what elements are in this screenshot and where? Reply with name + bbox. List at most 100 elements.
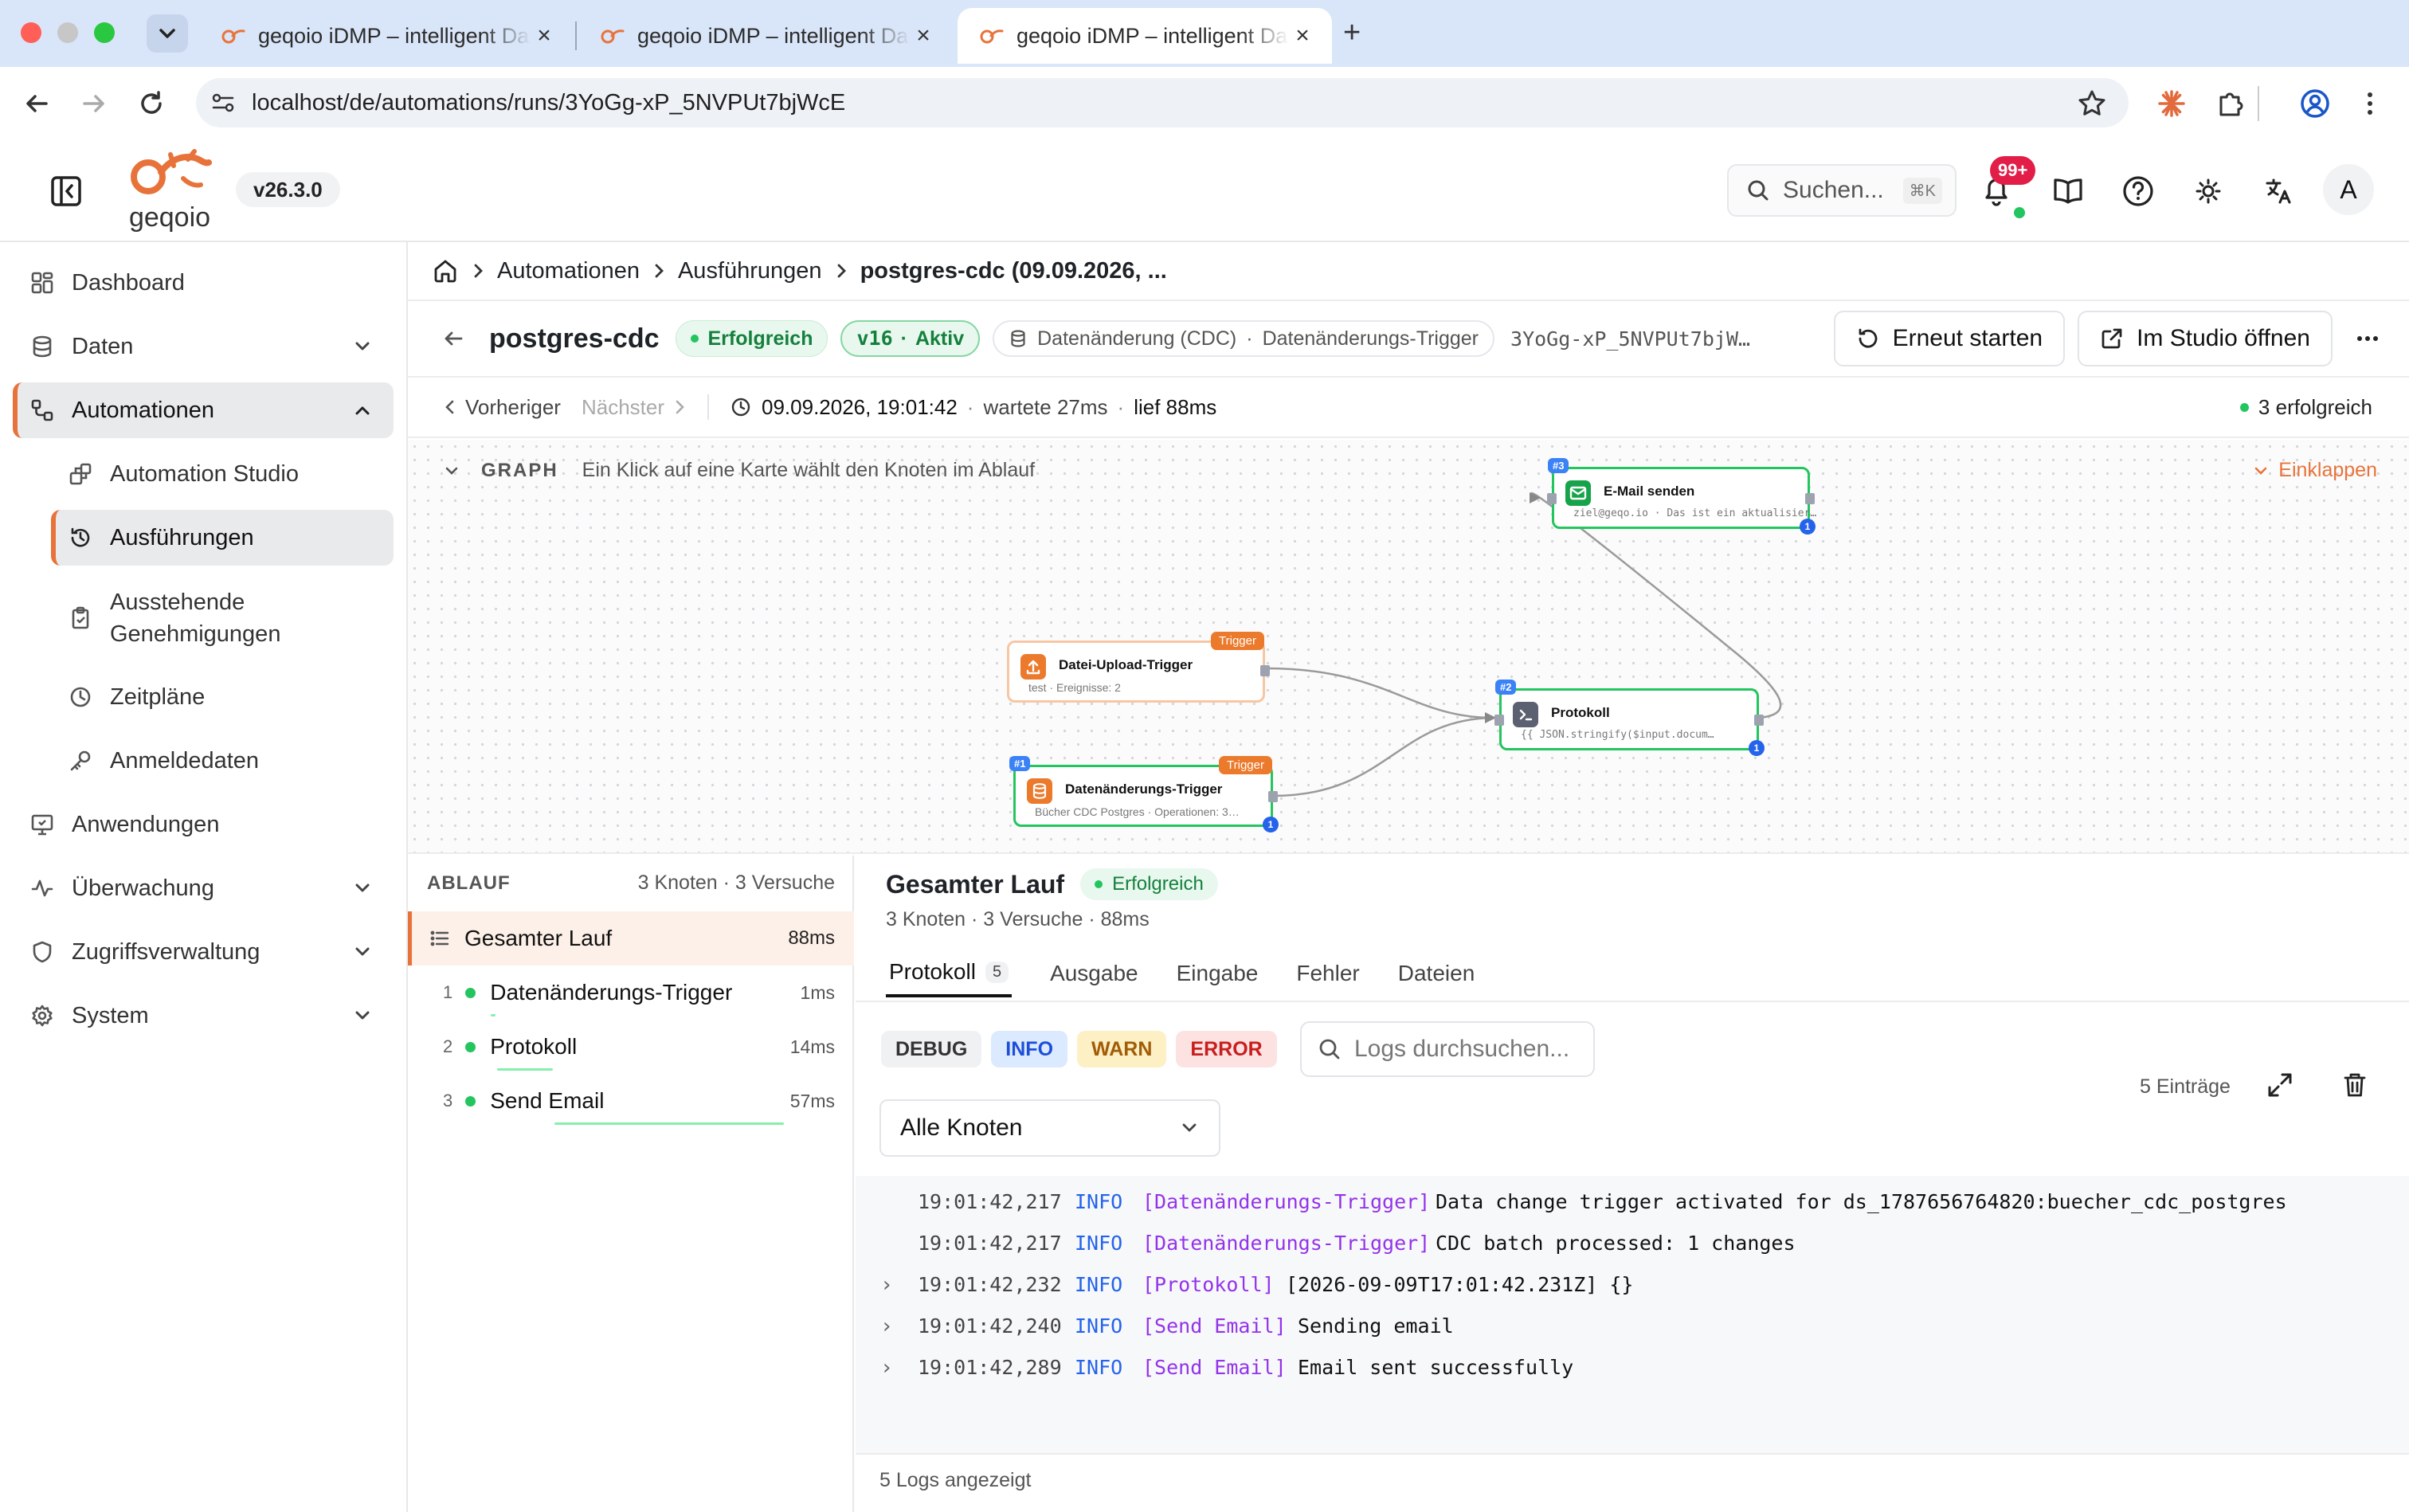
close-tab-icon[interactable]: × bbox=[916, 22, 930, 49]
extensions-puzzle-icon[interactable] bbox=[2215, 88, 2246, 119]
tab-ausgabe[interactable]: Ausgabe bbox=[1050, 961, 1138, 985]
tab-eingabe[interactable]: Eingabe bbox=[1176, 961, 1259, 985]
tab-protokoll[interactable]: Protokoll 5 bbox=[886, 950, 1013, 997]
expand-chevron-icon[interactable]: › bbox=[883, 1356, 891, 1380]
level-filter-error[interactable]: ERROR bbox=[1176, 1031, 1277, 1067]
node-filter-select[interactable]: Alle Knoten bbox=[879, 1099, 1220, 1157]
tab-search-button[interactable] bbox=[147, 14, 188, 53]
browser-menu-icon[interactable] bbox=[2358, 88, 2382, 119]
node-input-port[interactable] bbox=[1494, 715, 1504, 726]
theme-sun-icon[interactable] bbox=[2186, 169, 2231, 213]
docs-book-icon[interactable] bbox=[2046, 169, 2090, 213]
previous-run-button[interactable]: Vorheriger bbox=[443, 395, 561, 420]
graph-node-cdc-trigger[interactable]: #1 Trigger Datenänderungs-Trigger Bücher… bbox=[1009, 756, 1279, 832]
level-filter-info[interactable]: INFO bbox=[991, 1031, 1068, 1067]
tab-fehler[interactable]: Fehler bbox=[1296, 961, 1360, 985]
node-output-port[interactable] bbox=[1268, 791, 1278, 802]
level-filter-warn[interactable]: WARN bbox=[1077, 1031, 1167, 1067]
next-run-button[interactable]: Nächster bbox=[582, 395, 687, 420]
log-line[interactable]: › 19:01:42,232 INFO [Protokoll] [2026-09… bbox=[856, 1273, 2409, 1314]
sidebar-item-zeitplaene[interactable]: Zeitpläne bbox=[51, 669, 394, 725]
claude-extension-icon[interactable] bbox=[2156, 88, 2188, 119]
breadcrumb-ausfuehrungen[interactable]: Ausführungen bbox=[677, 257, 822, 284]
minimize-window-button[interactable] bbox=[57, 22, 78, 43]
log-line[interactable]: › 19:01:42,240 INFO [Send Email] Sending… bbox=[856, 1314, 2409, 1356]
expand-icon[interactable] bbox=[2264, 1069, 2296, 1101]
sidebar-item-dashboard[interactable]: Dashboard bbox=[13, 255, 394, 311]
step-row[interactable]: 3 Send Email 57ms bbox=[408, 1074, 854, 1128]
graph-toggle[interactable]: GRAPH Ein Klick auf eine Karte wählt den… bbox=[443, 459, 1035, 482]
level-filter-debug[interactable]: DEBUG bbox=[881, 1031, 982, 1067]
tab-dateien[interactable]: Dateien bbox=[1397, 961, 1475, 985]
app-logo[interactable]: geqoio bbox=[126, 148, 213, 233]
more-options-icon[interactable] bbox=[2353, 327, 2382, 351]
step-row[interactable]: 1 Datenänderungs-Trigger 1ms bbox=[408, 966, 854, 1020]
list-icon bbox=[430, 930, 449, 946]
node-input-port[interactable] bbox=[1547, 493, 1557, 504]
trash-icon[interactable] bbox=[2339, 1069, 2371, 1101]
log-message: CDC batch processed: 1 changes bbox=[1436, 1232, 1796, 1255]
reload-icon[interactable] bbox=[135, 88, 167, 119]
back-arrow-icon[interactable] bbox=[441, 327, 465, 351]
close-tab-icon[interactable]: × bbox=[537, 22, 551, 49]
sidebar-item-ausfuehrungen[interactable]: Ausführungen bbox=[51, 510, 394, 566]
node-output-port[interactable] bbox=[1805, 493, 1815, 504]
maximize-window-button[interactable] bbox=[94, 22, 115, 43]
user-avatar[interactable]: A bbox=[2323, 164, 2374, 215]
collapse-graph-button[interactable]: Einklappen bbox=[2253, 459, 2377, 482]
sidebar-item-automationen[interactable]: Automationen bbox=[13, 382, 394, 438]
node-output-port[interactable] bbox=[1754, 715, 1764, 726]
sidebar-item-system[interactable]: System bbox=[13, 988, 394, 1044]
restart-button[interactable]: Erneut starten bbox=[1833, 311, 2066, 366]
sidebar-item-ueberwachung[interactable]: Überwachung bbox=[13, 860, 394, 916]
home-icon[interactable] bbox=[432, 257, 459, 284]
sidebar-toggle-icon[interactable] bbox=[49, 175, 84, 207]
version-badge: v26.3.0 bbox=[236, 172, 340, 207]
bookmark-star-icon[interactable] bbox=[2076, 88, 2108, 119]
tab-label: Protokoll bbox=[889, 959, 976, 984]
site-info-icon[interactable] bbox=[210, 91, 236, 115]
back-arrow-icon[interactable] bbox=[21, 88, 53, 119]
success-dot bbox=[2239, 402, 2249, 412]
open-in-studio-button[interactable]: Im Studio öffnen bbox=[2078, 311, 2333, 366]
log-level: INFO bbox=[1075, 1190, 1123, 1213]
status-dot bbox=[690, 335, 699, 343]
log-line[interactable]: 19:01:42,217 INFO [Datenänderungs-Trigge… bbox=[856, 1190, 2409, 1232]
sidebar-item-anmeldedaten[interactable]: Anmeldedaten bbox=[51, 733, 394, 789]
graph-node-email[interactable]: #3 E-Mail senden ziel@geqo.io · Das ist … bbox=[1547, 458, 1816, 535]
graph-canvas[interactable]: GRAPH Ein Klick auf eine Karte wählt den… bbox=[408, 440, 2409, 854]
log-search-input[interactable]: Logs durchsuchen... bbox=[1300, 1021, 1595, 1077]
log-node: [Datenänderungs-Trigger] bbox=[1142, 1232, 1431, 1255]
chevron-down-icon bbox=[355, 947, 370, 956]
graph-node-protokoll[interactable]: #2 Protokoll {{ JSON.stringify($input.do… bbox=[1494, 680, 1765, 756]
step-total-run[interactable]: Gesamter Lauf 88ms bbox=[408, 911, 854, 966]
address-bar[interactable]: localhost/de/automations/runs/3YoGg-xP_5… bbox=[196, 78, 2129, 127]
browser-tab-1[interactable]: geqoio iDMP – intelligent Data Managemen… bbox=[199, 8, 574, 64]
sidebar-item-automation-studio[interactable]: Automation Studio bbox=[51, 446, 394, 502]
key-icon bbox=[70, 750, 91, 771]
sidebar-item-daten[interactable]: Daten bbox=[13, 319, 394, 374]
browser-tab-3-active[interactable]: geqoio iDMP – intelligent Data Managemen… bbox=[958, 8, 1332, 64]
breadcrumb-automationen[interactable]: Automationen bbox=[497, 257, 640, 284]
close-tab-icon[interactable]: × bbox=[1295, 22, 1310, 49]
graph-node-upload-trigger[interactable]: Trigger Datei-Upload-Trigger test · Erei… bbox=[1007, 632, 1270, 703]
help-icon[interactable] bbox=[2116, 169, 2160, 213]
new-tab-icon[interactable]: + bbox=[1343, 16, 1361, 49]
global-search-button[interactable]: Suchen... ⌘K bbox=[1727, 164, 1957, 217]
close-window-button[interactable] bbox=[21, 22, 41, 43]
profile-icon[interactable] bbox=[2297, 86, 2333, 121]
browser-tab-2[interactable]: geqoio iDMP – intelligent Data Managemen… bbox=[578, 8, 953, 64]
sidebar-item-anwendungen[interactable]: Anwendungen bbox=[13, 797, 394, 852]
step-timing-bar bbox=[491, 1014, 496, 1016]
step-row[interactable]: 2 Protokoll 14ms bbox=[408, 1020, 854, 1074]
forward-arrow-icon[interactable] bbox=[78, 88, 110, 119]
log-line[interactable]: 19:01:42,217 INFO [Datenänderungs-Trigge… bbox=[856, 1232, 2409, 1273]
translate-icon[interactable] bbox=[2256, 169, 2301, 213]
expand-chevron-icon[interactable]: › bbox=[883, 1273, 891, 1297]
node-output-port[interactable] bbox=[1260, 665, 1270, 676]
expand-chevron-icon[interactable]: › bbox=[883, 1314, 891, 1338]
sidebar-item-genehmigungen[interactable]: Ausstehende Genehmigungen bbox=[51, 580, 394, 656]
sidebar-item-zugriffsverwaltung[interactable]: Zugriffsverwaltung bbox=[13, 924, 394, 980]
log-line[interactable]: › 19:01:42,289 INFO [Send Email] Email s… bbox=[856, 1356, 2409, 1397]
trigger-type: Datenänderung (CDC) bbox=[1037, 327, 1237, 350]
